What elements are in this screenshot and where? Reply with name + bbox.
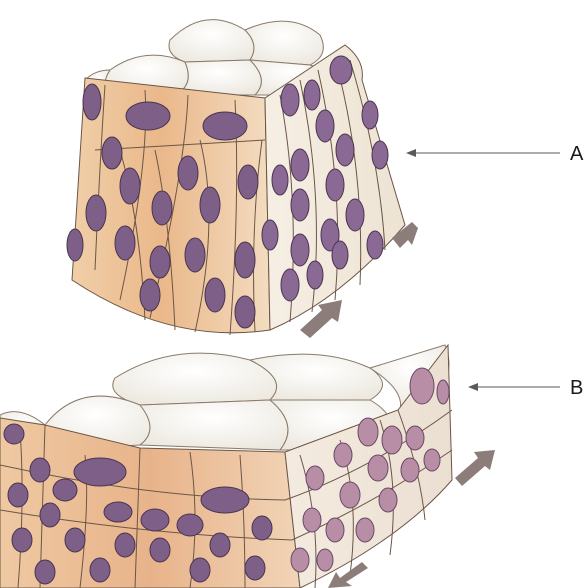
block-arrow-icon [455, 450, 495, 486]
label-a: A [570, 143, 584, 165]
cuboidal-epithelium-block [0, 345, 495, 588]
leader-line-b [468, 383, 560, 391]
columnar-epithelium-block [67, 20, 418, 338]
leader-line-a [406, 149, 560, 157]
label-b: B [570, 377, 583, 399]
